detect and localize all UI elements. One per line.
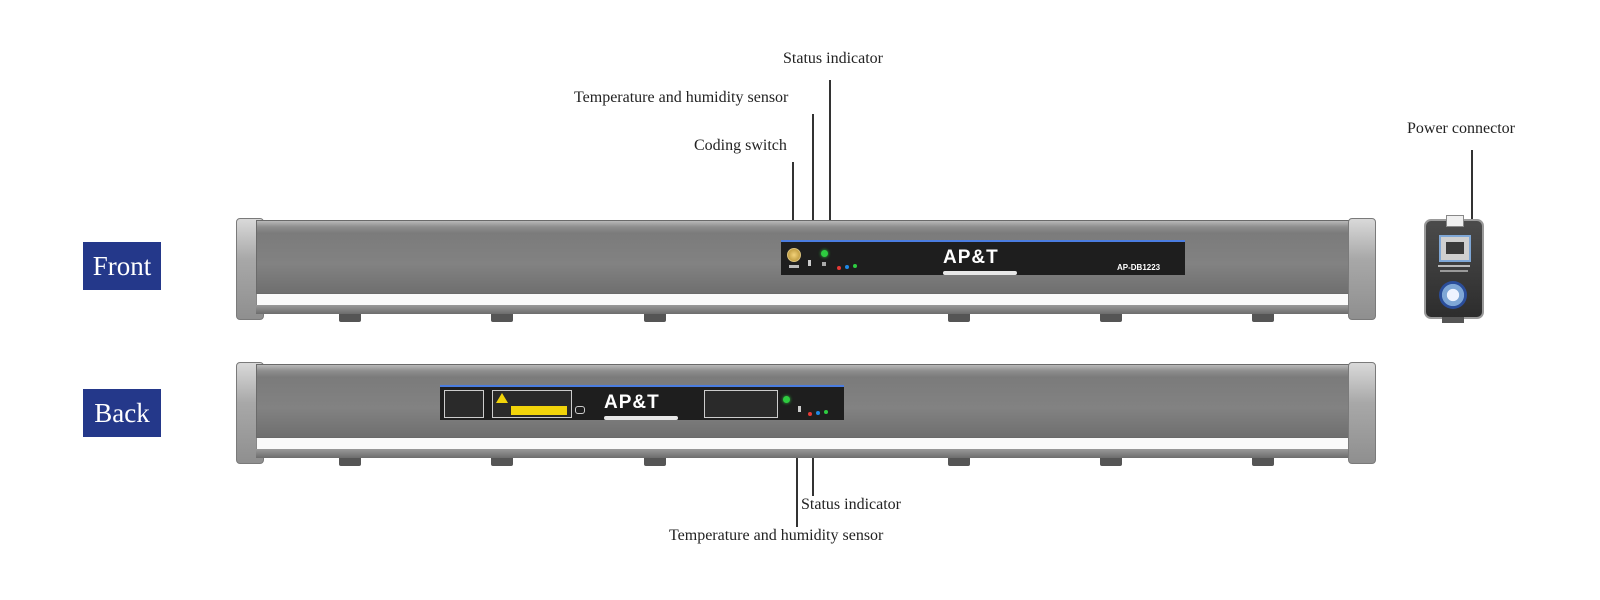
back-mount-foot xyxy=(491,458,513,466)
power-port-icon xyxy=(1439,281,1467,309)
back-brand-logo: AP&T xyxy=(604,392,660,413)
back-mount-foot xyxy=(948,458,970,466)
status-indicator-marking xyxy=(822,262,826,266)
leader-power-connector xyxy=(1471,150,1473,230)
back-ion-bar: AP&T xyxy=(236,362,1376,466)
front-ion-bar: AP&T AP-DB1223 xyxy=(236,218,1376,322)
power-connector-end-view xyxy=(1424,215,1484,323)
led-green-icon xyxy=(853,264,857,268)
temperature-humidity-sensor-icon xyxy=(808,260,811,266)
front-mount-foot xyxy=(644,314,666,322)
warning-yellow-strip xyxy=(511,406,567,415)
pinout-table-box xyxy=(704,390,778,418)
front-brand-underline xyxy=(943,271,1017,275)
back-mount-foot xyxy=(644,458,666,466)
coding-switch-marking xyxy=(789,265,799,268)
front-right-end-cap xyxy=(1348,218,1376,320)
warning-triangle-icon xyxy=(496,393,508,403)
front-mount-foot xyxy=(339,314,361,322)
back-mount-foot xyxy=(1100,458,1122,466)
rj-port-icon xyxy=(1439,235,1471,262)
led-red-icon xyxy=(837,266,841,270)
connector-base xyxy=(1442,317,1464,323)
back-led-red-icon xyxy=(808,412,812,416)
callout-power-connector: Power connector xyxy=(1407,120,1515,137)
back-right-end-cap xyxy=(1348,362,1376,464)
back-status-indicator-led xyxy=(783,396,790,403)
back-view-label: Back xyxy=(83,389,161,437)
status-indicator-led xyxy=(821,250,828,257)
callout-back-temperature-humidity-sensor: Temperature and humidity sensor xyxy=(669,527,884,544)
warning-label-box xyxy=(492,390,572,418)
back-label-panel: AP&T xyxy=(440,385,844,420)
back-led-blue-icon xyxy=(816,411,820,415)
led-blue-icon xyxy=(845,265,849,269)
callout-coding-switch: Coding switch xyxy=(694,137,787,154)
spec-label-box xyxy=(444,390,484,418)
leader-front-temp-humidity xyxy=(812,114,814,244)
coding-switch-icon xyxy=(787,248,801,262)
front-mount-foot xyxy=(491,314,513,322)
front-bar-stripe xyxy=(256,294,1356,305)
callout-back-status-indicator: Status indicator xyxy=(801,496,901,513)
back-mount-foot xyxy=(1252,458,1274,466)
front-mount-foot xyxy=(1100,314,1122,322)
leader-coding-switch xyxy=(792,162,794,244)
connector-marking xyxy=(1440,270,1468,272)
front-mount-foot xyxy=(1252,314,1274,322)
back-temperature-humidity-sensor-icon xyxy=(798,406,801,412)
back-brand-underline xyxy=(604,416,678,420)
callout-front-status-indicator: Status indicator xyxy=(783,50,883,67)
back-bar-stripe xyxy=(256,438,1356,449)
front-control-panel: AP&T AP-DB1223 xyxy=(781,240,1185,275)
leader-back-temp-humidity xyxy=(796,412,798,527)
callout-front-temperature-humidity-sensor: Temperature and humidity sensor xyxy=(574,89,789,106)
front-brand-logo: AP&T xyxy=(943,247,999,268)
connector-marking xyxy=(1438,265,1470,267)
leader-front-status xyxy=(829,80,831,244)
connector-clip xyxy=(1446,215,1464,227)
ce-mark-icon xyxy=(575,406,585,414)
back-led-green-icon xyxy=(824,410,828,414)
front-mount-foot xyxy=(948,314,970,322)
back-bar-base xyxy=(256,449,1356,458)
front-bar-base xyxy=(256,305,1356,314)
back-mount-foot xyxy=(339,458,361,466)
front-view-label: Front xyxy=(83,242,161,290)
model-number: AP-DB1223 xyxy=(1117,263,1161,272)
